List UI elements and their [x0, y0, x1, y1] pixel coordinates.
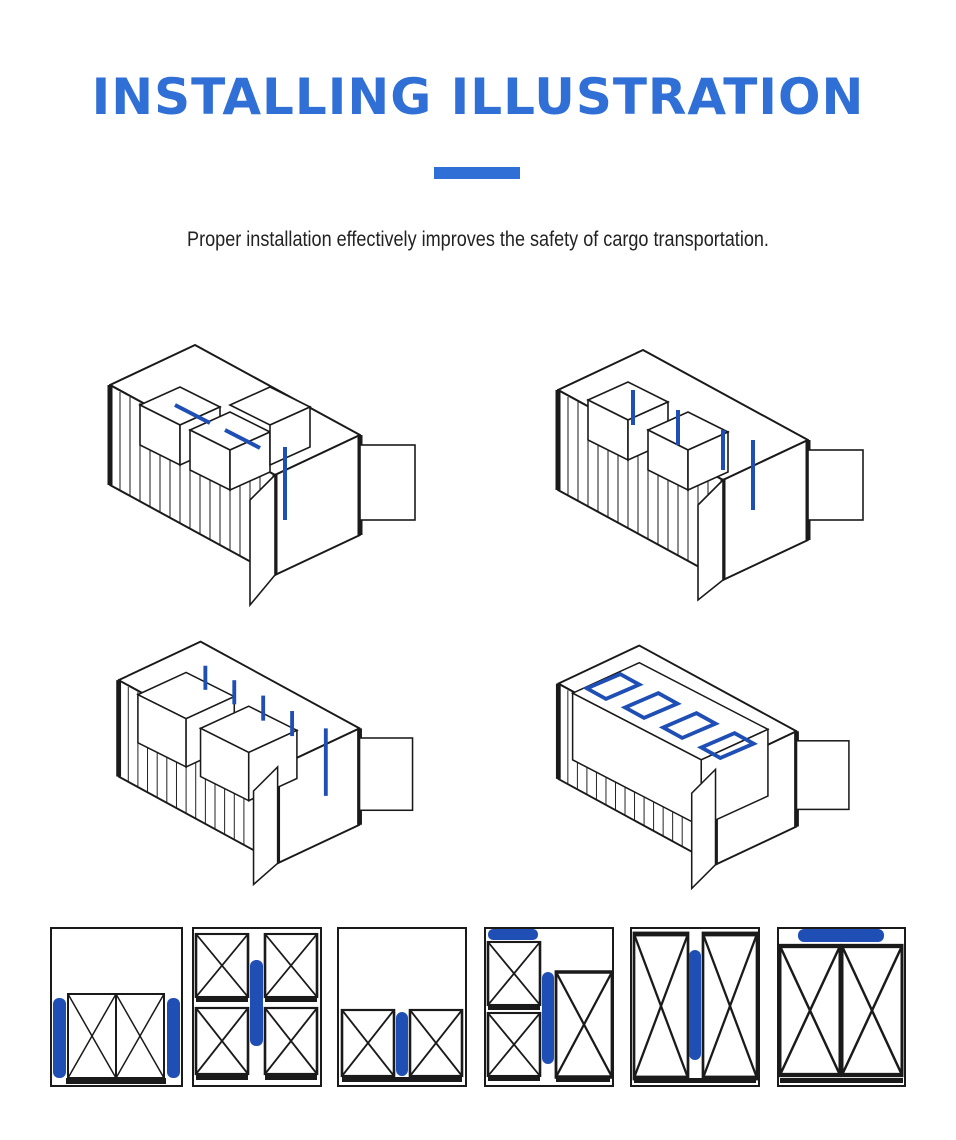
container-vertical-bags-double [555, 349, 864, 602]
cross-section-center-low [337, 927, 467, 1087]
cross-section-side-gaps [50, 927, 183, 1087]
cross-section-tall-center [630, 927, 760, 1087]
page-title: INSTALLING ILLUSTRATION [91, 68, 865, 126]
cross-section-top-gap [777, 927, 906, 1087]
container-vertical-bags-pallet [116, 640, 414, 887]
container-vertical-bags-single [107, 344, 416, 608]
container-horizontal-bags-top [555, 644, 850, 891]
page-subtitle: Proper installation effectively improves… [187, 228, 769, 251]
title-underline [434, 167, 520, 179]
cross-section-uneven-stack [484, 927, 614, 1087]
cross-section-strip [50, 927, 906, 1087]
cross-section-stacked-pallets [192, 927, 322, 1087]
